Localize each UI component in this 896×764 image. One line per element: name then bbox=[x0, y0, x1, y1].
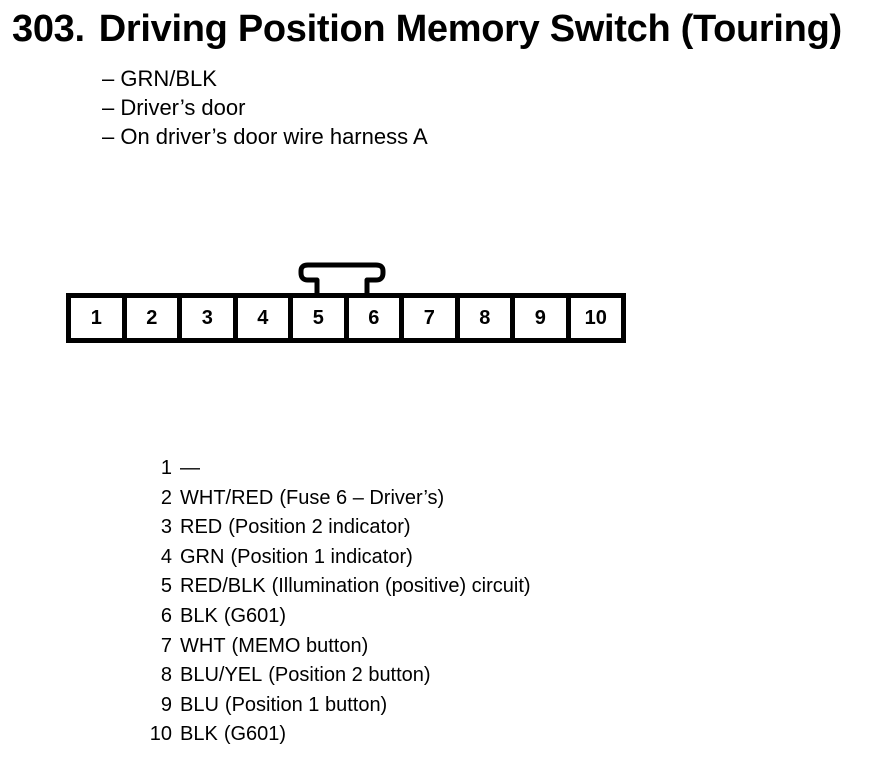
note-wire-color: – GRN/BLK bbox=[102, 66, 217, 91]
pin-description: (Position 1 button) bbox=[224, 693, 388, 716]
pin-row-10: 10 BLK(G601) bbox=[140, 720, 531, 750]
connector-pin-9: 9 bbox=[515, 298, 566, 338]
wire-color: GRN bbox=[180, 545, 225, 568]
pin-number: 4 bbox=[160, 545, 172, 568]
pin-row-9: 9 BLU(Position 1 button) bbox=[140, 691, 531, 721]
connector-notes: – GRN/BLK – Driver’s door – On driver’s … bbox=[102, 64, 428, 151]
pin-description: (Position 1 indicator) bbox=[230, 545, 413, 568]
pin-number: 2 bbox=[160, 486, 172, 509]
connector-latch bbox=[298, 262, 386, 296]
connector-pin-2: 2 bbox=[126, 298, 177, 338]
pin-row-2: 2 WHT/RED(Fuse 6 – Driver’s) bbox=[140, 484, 531, 514]
note-location: – Driver’s door bbox=[102, 95, 246, 120]
wire-color: RED bbox=[180, 516, 223, 539]
connector-pin-10: 10 bbox=[570, 298, 621, 338]
pin-number: 9 bbox=[160, 693, 172, 716]
section-number: 303. bbox=[12, 8, 85, 50]
pin-description: (G601) bbox=[223, 723, 287, 746]
page-title: 303. Driving Position Memory Switch (Tour… bbox=[12, 8, 842, 51]
pin-description: (Illumination (positive) circuit) bbox=[271, 575, 531, 598]
wire-color: BLK bbox=[180, 723, 218, 746]
wire-color: WHT bbox=[180, 634, 226, 657]
wire-color: — bbox=[180, 457, 200, 479]
wire-color: BLK bbox=[180, 604, 218, 627]
connector-diagram: 1 2 3 4 5 6 7 8 9 10 bbox=[66, 262, 626, 346]
pin-row-6: 6 BLK(G601) bbox=[140, 602, 531, 632]
pin-number: 1 bbox=[160, 457, 172, 479]
pin-number: 7 bbox=[160, 634, 172, 657]
connector-pin-7: 7 bbox=[404, 298, 455, 338]
pin-number: 8 bbox=[160, 664, 172, 687]
pin-row-7: 7 WHT(MEMO button) bbox=[140, 632, 531, 662]
pin-number: 3 bbox=[160, 516, 172, 539]
pin-description: (Position 2 button) bbox=[268, 664, 431, 687]
pin-number: 5 bbox=[160, 575, 172, 598]
pin-row-3: 3 RED(Position 2 indicator) bbox=[140, 513, 531, 543]
wire-color: WHT/RED bbox=[180, 486, 274, 509]
pin-description: (G601) bbox=[223, 604, 287, 627]
connector-pin-5: 5 bbox=[293, 298, 344, 338]
wire-color: RED/BLK bbox=[180, 575, 266, 598]
pin-description: (Position 2 indicator) bbox=[228, 516, 411, 539]
wire-color: BLU bbox=[180, 693, 219, 716]
pin-row-8: 8 BLU/YEL(Position 2 button) bbox=[140, 661, 531, 691]
connector-pin-6: 6 bbox=[348, 298, 399, 338]
connector-pin-8: 8 bbox=[459, 298, 510, 338]
connector-body: 1 2 3 4 5 6 7 8 9 10 bbox=[66, 293, 626, 343]
connector-pin-3: 3 bbox=[182, 298, 233, 338]
connector-pin-1: 1 bbox=[71, 298, 122, 338]
wire-color: BLU/YEL bbox=[180, 664, 263, 687]
section-title: Driving Position Memory Switch (Touring) bbox=[98, 8, 842, 50]
pin-row-1: 1— bbox=[140, 454, 531, 484]
note-harness: – On driver’s door wire harness A bbox=[102, 124, 428, 149]
pin-row-5: 5 RED/BLK(Illumination (positive) circuit… bbox=[140, 572, 531, 602]
pin-description: (MEMO button) bbox=[231, 634, 369, 657]
pin-number: 6 bbox=[160, 604, 172, 627]
pin-row-4: 4 GRN(Position 1 indicator) bbox=[140, 543, 531, 573]
pin-number: 10 bbox=[149, 723, 172, 746]
pin-description: (Fuse 6 – Driver’s) bbox=[279, 486, 445, 509]
connector-pin-4: 4 bbox=[237, 298, 288, 338]
